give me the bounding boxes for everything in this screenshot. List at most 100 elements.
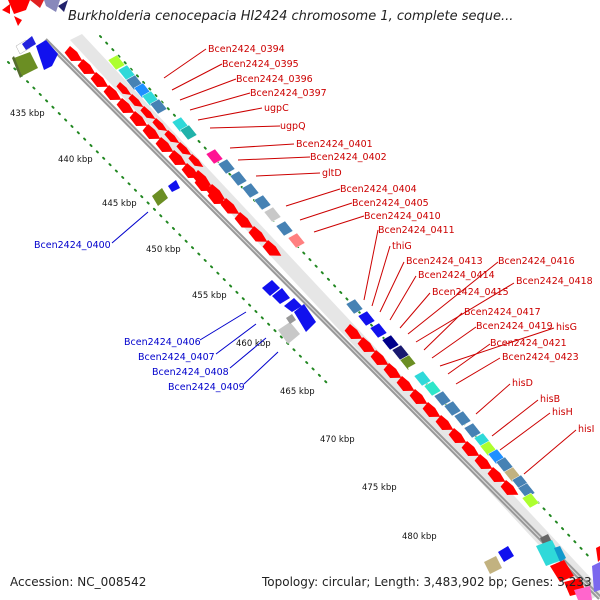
cog-block	[275, 220, 294, 237]
kbp-tick-lines	[7, 35, 593, 561]
forward-gene-arrow	[116, 82, 132, 95]
cog-block	[443, 400, 462, 417]
forward-gene-arrow	[164, 130, 180, 143]
forward-gene-arrow	[64, 46, 83, 61]
forward-gene-arrow	[461, 441, 480, 456]
forward-gene-arrow	[103, 85, 122, 100]
gene-label: Bcen2424_0397	[250, 88, 327, 99]
reverse-gene-features	[12, 36, 514, 574]
top-cut-features	[2, 0, 68, 26]
cog-block	[369, 322, 388, 339]
forward-gene-arrow	[90, 72, 109, 87]
backbone-line	[43, 38, 600, 600]
accession-text: Accession: NC_008542	[10, 575, 146, 589]
forward-gene-arrow	[370, 350, 389, 365]
kbp-label: 465 kbp	[280, 387, 315, 397]
gene-label: Bcen2424_0407	[138, 352, 215, 363]
gene-label: ugpQ	[280, 121, 306, 132]
gene-label: Bcen2424_0400	[34, 240, 111, 251]
cog-block	[205, 148, 224, 165]
forward-gene-arrow	[500, 480, 519, 495]
cog-block	[381, 334, 400, 351]
kbp-label: 445 kbp	[102, 199, 137, 209]
gene-label: hisD	[512, 378, 533, 389]
gene-label: Bcen2424_0421	[490, 338, 567, 349]
gene-label: hisI	[578, 424, 594, 435]
forward-gene-arrow	[422, 402, 441, 417]
cog-block	[423, 380, 442, 397]
cog-block	[413, 370, 432, 387]
forward-gene-arrow	[192, 170, 212, 186]
gene-label: Bcen2424_0418	[516, 276, 593, 287]
map-title: Burkholderia cenocepacia HI2424 chromoso…	[68, 9, 513, 24]
forward-gene-labels: Bcen2424_0394 Bcen2424_0395 Bcen2424_039…	[163, 44, 594, 475]
kbp-label: 440 kbp	[58, 155, 93, 165]
gene-label: Bcen2424_0411	[378, 225, 455, 236]
forward-gene-arrow	[487, 467, 506, 482]
gene-label: hisH	[552, 407, 573, 418]
forward-gene-arrow	[176, 142, 192, 155]
bottom-features	[536, 534, 600, 600]
gene-label: Bcen2424_0395	[222, 59, 299, 70]
cog-block	[241, 182, 260, 199]
summary-text: Topology: circular; Length: 3,483,902 bp…	[261, 575, 592, 589]
cog-block	[229, 170, 248, 187]
gene-label: thiG	[392, 241, 412, 252]
forward-gene-arrow	[409, 389, 428, 404]
cog-block	[107, 54, 126, 71]
kbp-label: 470 kbp	[320, 435, 355, 445]
cog-block	[463, 422, 482, 439]
gene-label: Bcen2424_0413	[406, 256, 483, 267]
cog-block	[253, 194, 272, 211]
gene-label: Bcen2424_0401	[296, 139, 373, 150]
forward-gene-arrow	[234, 212, 254, 228]
gene-label: Bcen2424_0415	[432, 287, 509, 298]
gene-label: Bcen2424_0404	[340, 184, 417, 195]
gene-label: Bcen2424_0409	[168, 382, 245, 393]
gene-label: Bcen2424_0416	[498, 256, 575, 267]
gene-label: Bcen2424_0394	[208, 44, 285, 55]
forward-gene-arrow	[128, 94, 144, 107]
kbp-label: 480 kbp	[402, 532, 437, 542]
forward-gene-arrow	[188, 154, 204, 167]
gene-label: Bcen2424_0423	[502, 352, 579, 363]
gene-label: Bcen2424_0417	[464, 307, 541, 318]
forward-gene-arrow	[142, 124, 161, 139]
forward-gene-arrow	[383, 363, 402, 378]
kbp-label: 460 kbp	[236, 339, 271, 349]
forward-gene-arrow	[262, 240, 282, 256]
gene-label: Bcen2424_0405	[352, 198, 429, 209]
tick-line	[99, 35, 593, 561]
cog-block	[287, 232, 306, 249]
forward-gene-arrow	[344, 324, 363, 339]
cog-block	[179, 124, 198, 141]
kbp-label: 455 kbp	[192, 291, 227, 301]
gene-label: Bcen2424_0419	[476, 321, 553, 332]
gene-label: Bcen2424_0410	[364, 211, 441, 222]
forward-gene-arrow	[248, 226, 268, 242]
forward-gene-arrow	[140, 106, 156, 119]
cog-block	[357, 310, 376, 327]
cog-block	[149, 98, 168, 115]
kbp-label: 475 kbp	[362, 483, 397, 493]
forward-gene-arrow	[206, 184, 226, 200]
gene-label: Bcen2424_0414	[418, 270, 495, 281]
cog-block	[345, 298, 364, 315]
cog-block	[453, 410, 472, 427]
gene-label: gltD	[322, 168, 342, 179]
cog-block	[433, 390, 452, 407]
forward-gene-arrow	[116, 98, 135, 113]
cog-block	[217, 158, 236, 175]
gene-label: ugpC	[264, 103, 289, 114]
forward-gene-arrows	[64, 46, 519, 495]
kbp-label: 450 kbp	[146, 245, 181, 255]
kbp-label: 435 kbp	[10, 109, 45, 119]
forward-gene-arrow	[220, 198, 240, 214]
forward-gene-arrow	[77, 59, 96, 74]
gene-label: Bcen2424_0406	[124, 337, 201, 348]
cog-block	[521, 492, 540, 509]
forward-gene-arrow	[152, 118, 168, 131]
cog-block	[263, 206, 282, 223]
cog-blocks	[107, 54, 540, 509]
